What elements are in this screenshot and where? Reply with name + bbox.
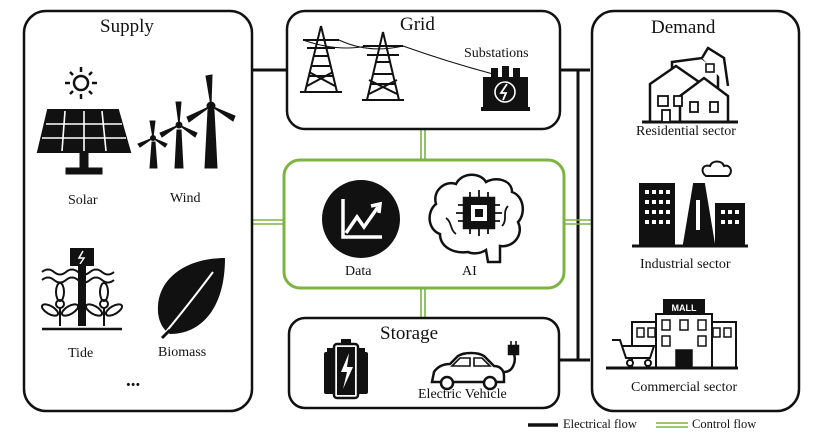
biomass-label: Biomass [158,345,207,360]
transmission-tower-icon [300,25,494,101]
residential-sector-label: Residential sector [636,124,736,139]
commercial-mall-icon: MALL [606,299,738,370]
wind-label: Wind [170,191,201,206]
substations-label: Substations [464,46,529,61]
ai-brain-icon [428,173,525,264]
storage-title: Storage [380,323,439,344]
sun-icon [65,67,97,99]
industrial-factory-icon [632,160,748,248]
legend-electrical-label: Electrical flow [563,417,637,431]
biomass-leaf-icon [157,258,225,340]
ai-label: AI [462,264,477,279]
electrical-connectors [252,68,590,362]
commercial-sector-label: Commercial sector [631,380,738,395]
control-connectors [252,129,592,318]
electric-vehicle-label: Electric Vehicle [418,387,507,402]
industrial-sector-label: Industrial sector [640,257,731,272]
battery-icon [324,339,368,400]
electric-vehicle-icon [430,341,520,391]
residential-houses-icon [642,46,738,124]
supply-more-ellipsis: ... [126,370,141,391]
substation-icon [481,66,530,111]
supply-title: Supply [100,16,154,37]
demand-title: Demand [651,17,716,38]
data-label: Data [345,264,372,279]
tide-icon [40,248,124,331]
solar-icon [36,67,132,175]
data-chart-icon [322,180,400,258]
tide-label: Tide [68,346,94,361]
legend-control-label: Control flow [692,417,757,431]
grid-title: Grid [400,14,435,35]
solar-label: Solar [68,193,98,208]
supply-box [22,9,254,413]
wind-turbine-icon [137,74,236,169]
svg-text:MALL: MALL [672,303,697,313]
